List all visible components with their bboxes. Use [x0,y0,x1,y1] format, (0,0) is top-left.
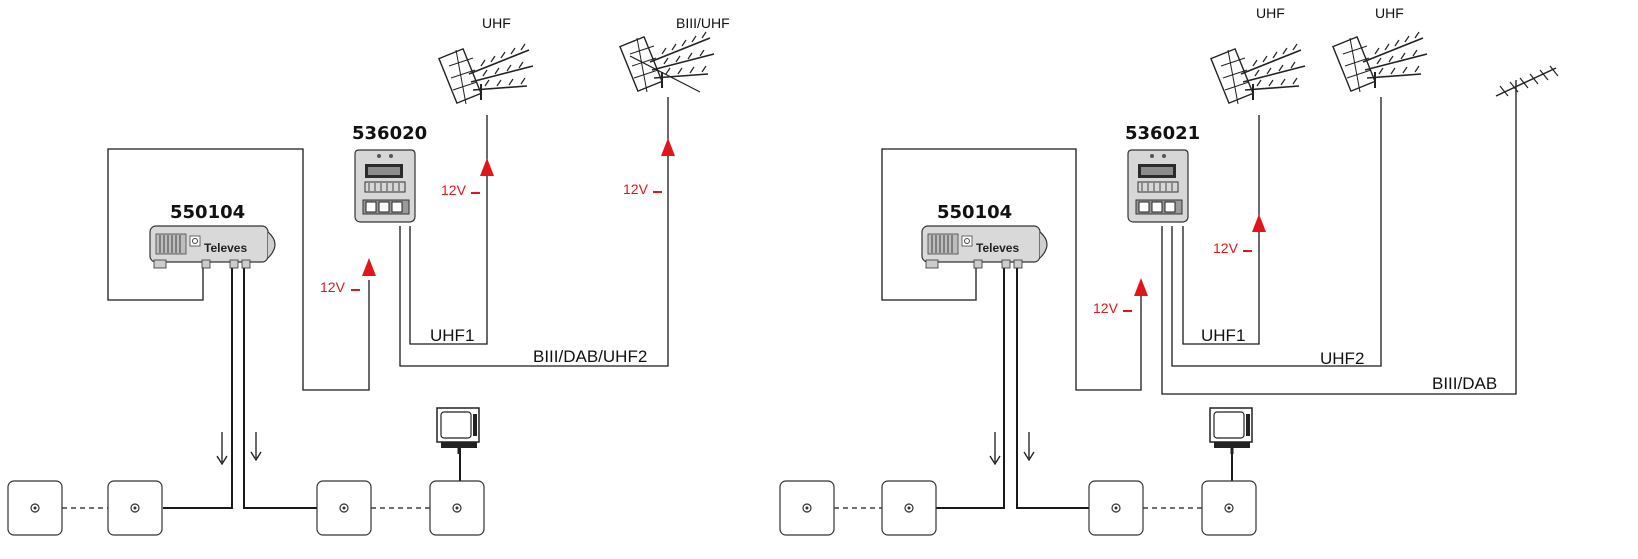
amplifier-code-label: 550104 [170,202,245,223]
power-arrow-icon [661,138,675,156]
processor-code-label: 536020 [352,123,427,144]
amplifier-code-label: 550104 [937,202,1012,223]
tv-outlet-icon [779,480,835,536]
voltage-label: 12V [1213,240,1239,256]
voltage-label: 12V [320,279,346,295]
biii-uhf-antenna-icon [618,31,715,93]
power-arrow-icon [362,258,376,276]
tv-outlet-icon [429,480,485,536]
uhf-antenna-icon [437,43,534,105]
uhf-antenna-icon [1209,43,1306,105]
input-label-biii-dab: BIII/DAB [1432,374,1497,393]
processor-code-label: 536021 [1125,123,1200,144]
tv-outlet-icon [7,480,63,536]
dab-antenna-icon [1495,65,1559,97]
tv-outlet-icon [1201,480,1257,536]
power-arrow-icon [1252,214,1266,232]
antenna-label: UHF [1256,5,1285,21]
tv-outlet-icon [881,480,937,536]
voltage-label: 12V [1093,300,1119,316]
processor-536021-icon [1127,149,1189,223]
amplifier-brand-label: Televes [204,241,247,255]
tv-outlet-icon [107,480,163,536]
input-label-biii-dab-uhf2: BIII/DAB/UHF2 [533,347,647,366]
antenna-label: UHF [1375,5,1404,21]
antenna-label: UHF [482,15,511,31]
power-arrow-icon [1134,278,1148,296]
right-diagram [834,80,1517,509]
antenna-label: BIII/UHF [676,15,730,31]
input-label-uhf2: UHF2 [1320,349,1364,368]
input-label-uhf1: UHF1 [430,326,474,345]
voltage-label: 12V [623,181,649,197]
amplifier-brand-label: Televes [976,241,1019,255]
tv-outlet-icon [1088,480,1144,536]
tv-set-icon [435,406,481,456]
tv-set-icon [1208,406,1254,456]
power-arrow-icon [480,158,494,176]
processor-536020-icon [354,149,416,223]
uhf-antenna-icon [1331,31,1428,93]
left-diagram [62,97,669,509]
voltage-label: 12V [441,182,467,198]
input-label-uhf1: UHF1 [1201,326,1245,345]
tv-outlet-icon [316,480,372,536]
